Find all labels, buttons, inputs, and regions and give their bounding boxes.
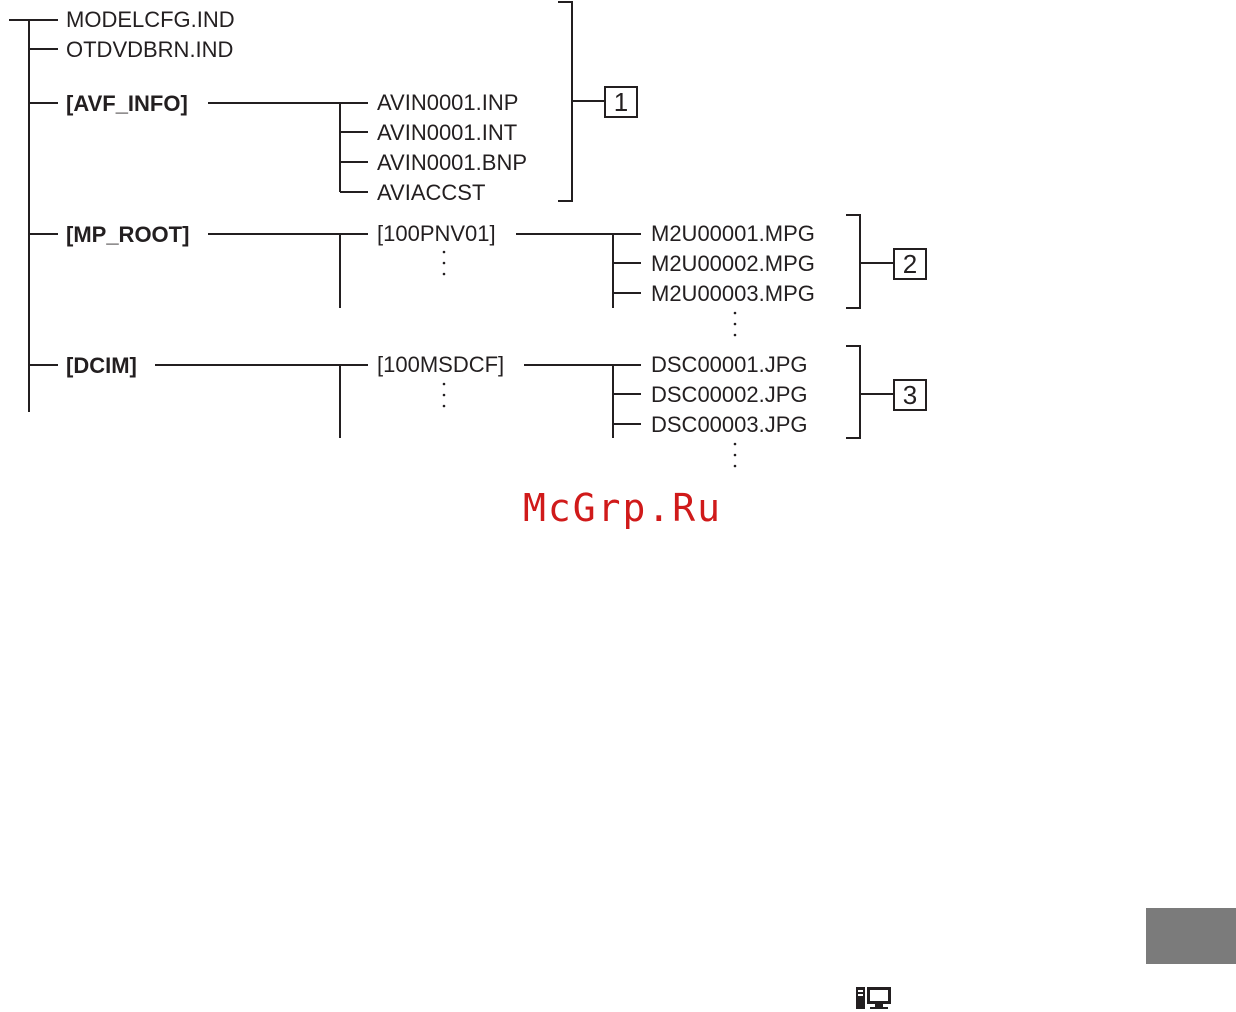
- file-aviaccst: AVIACCST: [377, 182, 485, 204]
- group-number-3: 3: [893, 379, 927, 411]
- file-avin-inp: AVIN0001.INP: [377, 92, 518, 114]
- computer-icon: [855, 985, 893, 1011]
- file-m2u00003: M2U00003.MPG: [651, 283, 815, 305]
- folder-avf-info: [AVF_INFO]: [66, 93, 188, 115]
- file-dsc00002: DSC00002.JPG: [651, 384, 808, 406]
- file-dsc00003: DSC00003.JPG: [651, 414, 808, 436]
- folder-100msdcf: [100MSDCF]: [377, 354, 504, 376]
- file-avin-bnp: AVIN0001.BNP: [377, 152, 527, 174]
- watermark-text: McGrp.Ru: [523, 486, 722, 530]
- section-tab: [1146, 908, 1236, 964]
- file-dsc00001: DSC00001.JPG: [651, 354, 808, 376]
- group-number-2: 2: [893, 248, 927, 280]
- file-avin-int: AVIN0001.INT: [377, 122, 517, 144]
- file-m2u00001: M2U00001.MPG: [651, 223, 815, 245]
- folder-mp-root: [MP_ROOT]: [66, 224, 189, 246]
- folder-100pnv01: [100PNV01]: [377, 223, 496, 245]
- group-number-1: 1: [604, 86, 638, 118]
- file-m2u00002: M2U00002.MPG: [651, 253, 815, 275]
- file-otdvdbrn: OTDVDBRN.IND: [66, 39, 233, 61]
- file-modelcfg: MODELCFG.IND: [66, 9, 235, 31]
- folder-dcim: [DCIM]: [66, 355, 137, 377]
